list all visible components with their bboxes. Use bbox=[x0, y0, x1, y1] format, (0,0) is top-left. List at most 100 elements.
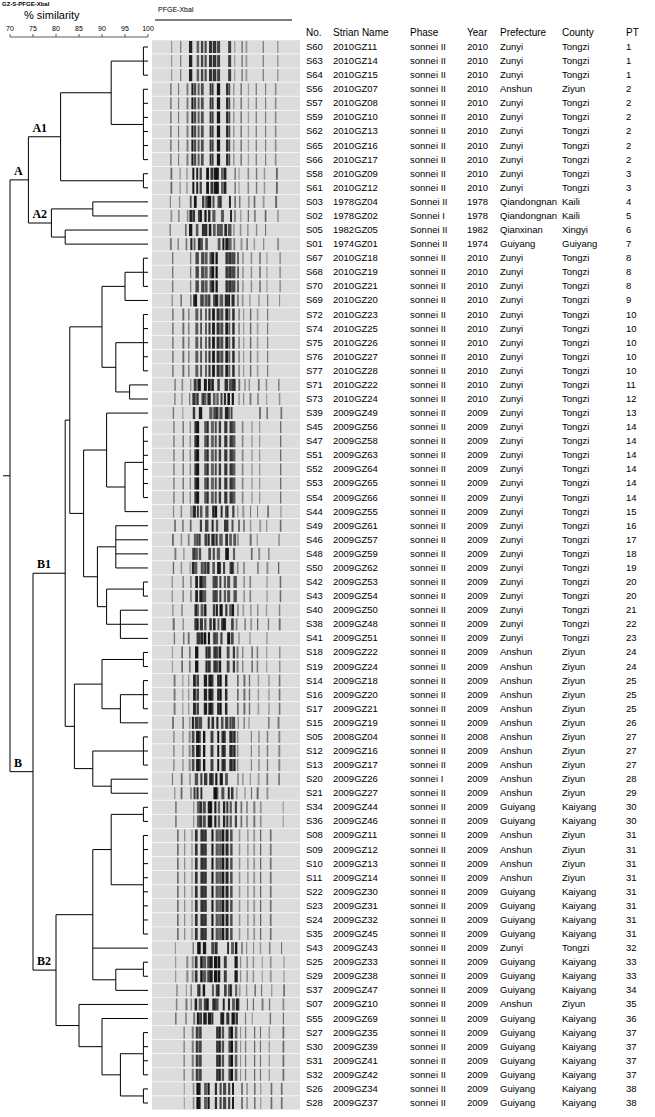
gel-band bbox=[198, 125, 200, 137]
gel-band bbox=[199, 534, 201, 546]
gel-band bbox=[245, 1013, 246, 1025]
gel-band bbox=[217, 731, 219, 743]
dendrogram-branch bbox=[143, 652, 148, 653]
gel-band bbox=[250, 534, 252, 546]
table-cell: Tongzi bbox=[562, 337, 589, 349]
gel-band bbox=[280, 477, 281, 489]
gel-band bbox=[215, 942, 218, 954]
table-cell: 2009GZ56 bbox=[333, 421, 378, 433]
gel-band bbox=[205, 238, 208, 250]
gel-band bbox=[190, 477, 191, 489]
gel-band bbox=[201, 266, 204, 278]
gel-band bbox=[184, 829, 185, 841]
gel-band bbox=[257, 646, 259, 658]
dendrogram-branch bbox=[28, 223, 51, 224]
table-cell: S56 bbox=[306, 83, 323, 95]
gel-band bbox=[219, 829, 222, 841]
dendrogram-branch bbox=[93, 849, 111, 850]
gel-band bbox=[216, 1027, 218, 1039]
gel-band bbox=[191, 829, 192, 841]
gel-band bbox=[203, 942, 206, 954]
gel-band bbox=[183, 618, 184, 630]
gel-band bbox=[266, 266, 267, 278]
gel-band bbox=[251, 421, 252, 433]
gel-band bbox=[208, 1083, 210, 1095]
gel-band bbox=[230, 984, 232, 996]
gel-band bbox=[196, 731, 199, 743]
lane-ground bbox=[152, 575, 300, 588]
gel-band bbox=[230, 872, 232, 884]
table-cell: 2009 bbox=[467, 675, 488, 687]
gel-band bbox=[189, 41, 192, 53]
lane-ground bbox=[152, 294, 300, 307]
gel-band bbox=[204, 858, 207, 870]
table-cell: 2009GZ63 bbox=[333, 449, 378, 461]
gel-band bbox=[204, 210, 206, 222]
gel-band bbox=[216, 661, 219, 673]
gel-band bbox=[258, 379, 260, 391]
gel-band bbox=[220, 1097, 222, 1109]
table-cell: 14 bbox=[626, 421, 637, 433]
table-cell: sonnei II bbox=[410, 689, 446, 701]
gel-band bbox=[239, 858, 241, 870]
gel-band bbox=[226, 111, 228, 123]
table-cell: 2010 bbox=[467, 125, 488, 137]
scale-tick-mark bbox=[125, 34, 126, 37]
gel-band bbox=[228, 111, 230, 123]
gel-band bbox=[226, 928, 229, 940]
dendrogram-branch bbox=[111, 814, 143, 815]
gel-band bbox=[225, 703, 227, 715]
lane-ground bbox=[152, 195, 300, 208]
gel-band bbox=[192, 759, 195, 771]
gel-band bbox=[237, 252, 239, 264]
gel-band bbox=[178, 154, 179, 166]
lane-ground bbox=[152, 815, 300, 828]
gel-band bbox=[230, 886, 232, 898]
table-cell: Anshun bbox=[500, 675, 532, 687]
cluster-label: B2 bbox=[37, 955, 51, 968]
gel-band bbox=[195, 548, 198, 560]
gel-band bbox=[174, 393, 175, 405]
gel-band bbox=[283, 1069, 285, 1081]
gel-band bbox=[188, 337, 189, 349]
gel-band bbox=[267, 562, 269, 574]
gel-band bbox=[209, 224, 212, 236]
table-cell: 18 bbox=[626, 548, 637, 560]
table-cell: S73 bbox=[306, 393, 323, 405]
gel-band bbox=[269, 998, 270, 1010]
gel-lane bbox=[152, 1040, 300, 1053]
gel-band bbox=[237, 759, 238, 771]
gel-band bbox=[202, 196, 204, 208]
dendrogram-branch bbox=[143, 370, 148, 371]
gel-band bbox=[224, 520, 227, 532]
gel-band bbox=[212, 323, 215, 335]
gel-band bbox=[220, 1013, 224, 1025]
gel-band bbox=[205, 337, 207, 349]
gel-band bbox=[211, 449, 214, 461]
gel-band bbox=[210, 801, 212, 813]
gel-band bbox=[251, 252, 252, 264]
table-cell: 10 bbox=[626, 351, 637, 363]
gel-band bbox=[205, 661, 207, 673]
gel-lane bbox=[152, 730, 300, 743]
gel-band bbox=[245, 1055, 246, 1067]
table-cell: 2010GZ08 bbox=[333, 97, 378, 109]
gel-band bbox=[211, 745, 214, 757]
gel-band bbox=[277, 55, 279, 67]
gel-band bbox=[196, 745, 199, 757]
gel-band bbox=[247, 998, 248, 1010]
gel-band bbox=[247, 1083, 248, 1095]
gel-band bbox=[226, 140, 228, 152]
gel-band bbox=[233, 646, 235, 658]
gel-band bbox=[204, 703, 207, 715]
gel-band bbox=[243, 365, 244, 377]
table-cell: Zunyi bbox=[500, 365, 523, 377]
gel-band bbox=[219, 449, 221, 461]
gel-band bbox=[191, 886, 192, 898]
gel-band bbox=[263, 69, 264, 81]
gel-band bbox=[240, 1069, 241, 1081]
table-cell: 2010 bbox=[467, 337, 488, 349]
gel-band bbox=[221, 506, 223, 518]
scale-tick-mark bbox=[10, 34, 11, 37]
table-cell: S46 bbox=[306, 534, 323, 546]
